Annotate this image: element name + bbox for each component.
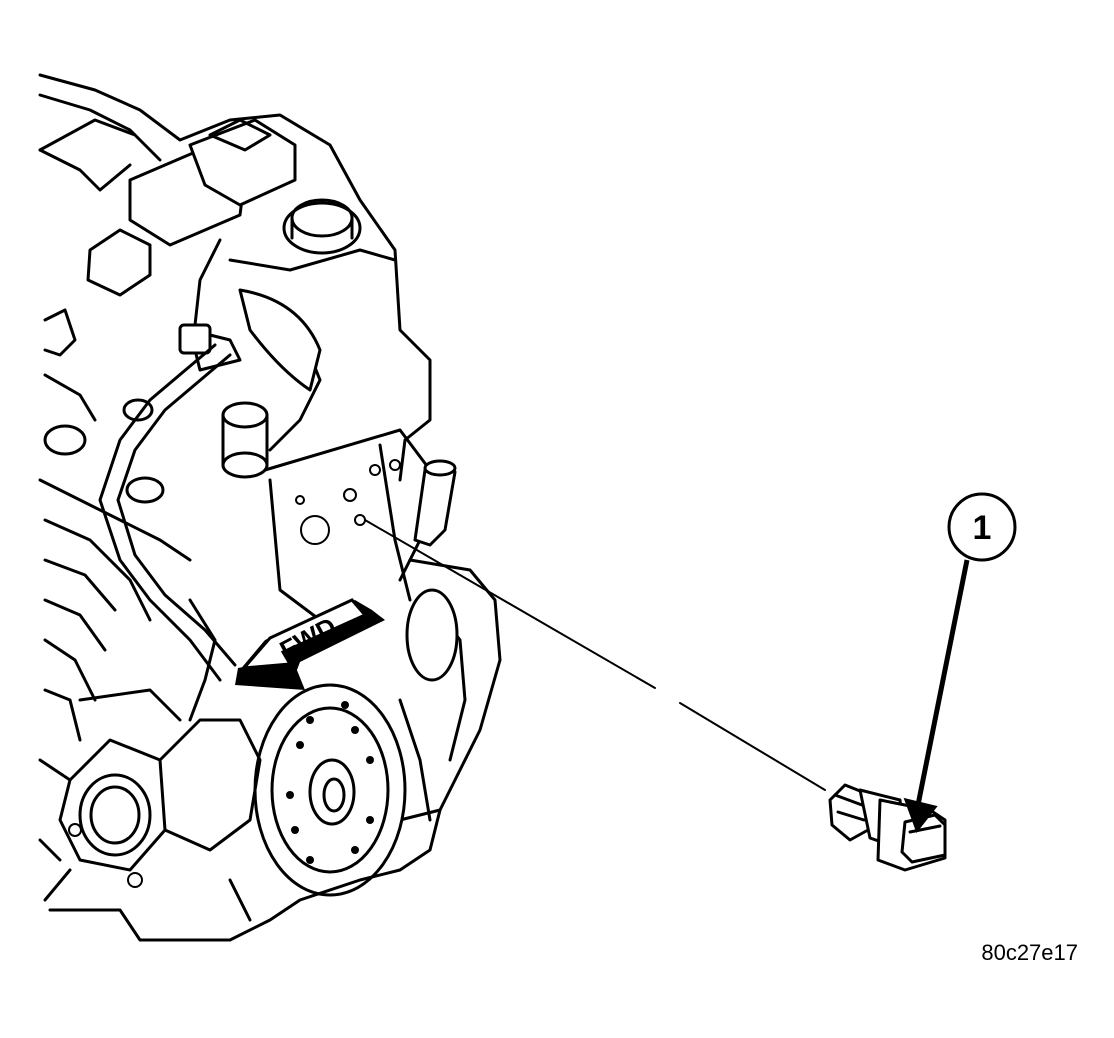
- oil-pressure-sensor-illustration: [828, 783, 947, 872]
- installation-leader-line: [364, 519, 826, 791]
- callout-circle: [947, 492, 1017, 562]
- callout-arrowhead: [903, 797, 938, 834]
- callout-1: 1: [903, 492, 1017, 834]
- figure-id-label: 80c27e17: [981, 940, 1078, 965]
- callout-number: 1: [973, 509, 992, 547]
- engine-block-illustration: [38, 73, 502, 942]
